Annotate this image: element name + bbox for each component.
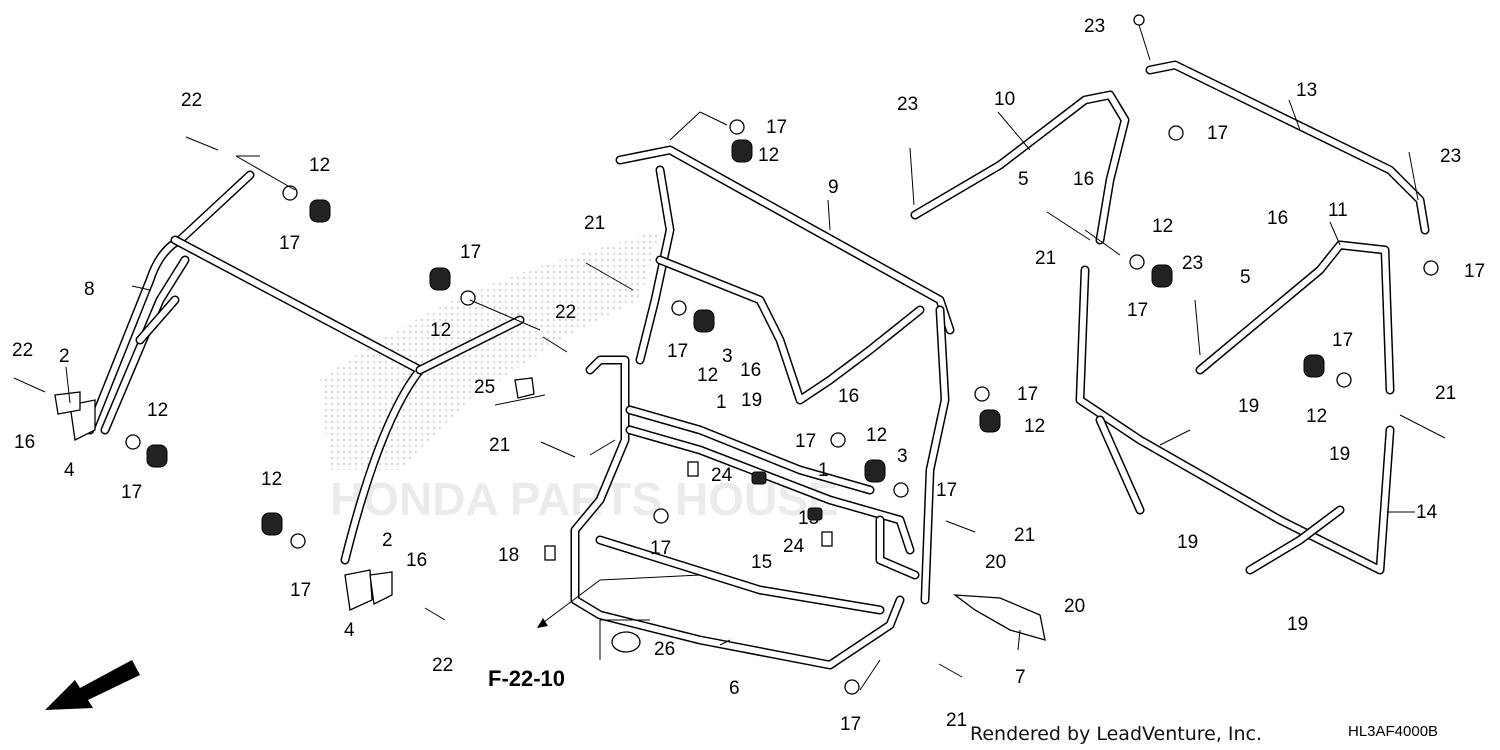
callout-12: 12 bbox=[309, 155, 330, 176]
callout-15: 15 bbox=[751, 552, 772, 573]
right-upper-bar bbox=[1145, 60, 1430, 235]
callout-16: 16 bbox=[838, 386, 859, 407]
callout-17: 17 bbox=[279, 233, 300, 254]
hinge-bracket-left bbox=[54, 391, 393, 611]
reference-label: F-22-10 bbox=[488, 666, 565, 691]
callout-20: 20 bbox=[985, 552, 1006, 573]
front-direction-arrow: FR. bbox=[45, 660, 140, 710]
callout-22: 22 bbox=[181, 90, 202, 111]
callout-12: 12 bbox=[758, 145, 779, 166]
callout-17: 17 bbox=[766, 117, 787, 138]
callout-21: 21 bbox=[946, 710, 967, 731]
callout-17: 17 bbox=[667, 341, 688, 362]
callout-16: 16 bbox=[1073, 169, 1094, 190]
bushings bbox=[146, 139, 1325, 536]
callout-23: 23 bbox=[897, 94, 918, 115]
callout-17: 17 bbox=[650, 538, 671, 559]
callout-12: 12 bbox=[697, 365, 718, 386]
callout-19: 19 bbox=[1238, 396, 1259, 417]
callout-23: 23 bbox=[1440, 146, 1461, 167]
callout-17: 17 bbox=[1464, 261, 1485, 282]
floor-frame bbox=[570, 355, 920, 670]
bracket-7 bbox=[952, 594, 1046, 641]
callout-22: 22 bbox=[432, 655, 453, 676]
callout-20: 20 bbox=[1064, 596, 1085, 617]
callout-11: 11 bbox=[1328, 200, 1348, 221]
callout-17: 17 bbox=[460, 242, 481, 263]
callout-labels: 1 1 2 2 3 3 4 4 5 5 6 7 8 9 10 11 13 14 … bbox=[12, 16, 1485, 735]
callout-7: 7 bbox=[1015, 667, 1026, 688]
callout-4: 4 bbox=[64, 460, 75, 481]
callout-2: 2 bbox=[59, 346, 70, 367]
callout-21: 21 bbox=[1435, 383, 1456, 404]
callout-12: 12 bbox=[430, 320, 451, 341]
callout-19: 19 bbox=[1177, 532, 1198, 553]
leader-lines bbox=[65, 99, 1415, 691]
callout-26: 26 bbox=[654, 639, 675, 660]
callout-13: 13 bbox=[1296, 80, 1317, 101]
callout-6: 6 bbox=[729, 678, 740, 699]
callout-17: 17 bbox=[840, 714, 861, 735]
callout-16: 16 bbox=[1267, 208, 1288, 229]
callout-12: 12 bbox=[147, 400, 168, 421]
callout-16: 16 bbox=[14, 432, 35, 453]
callout-12: 12 bbox=[866, 425, 887, 446]
callout-17: 17 bbox=[1332, 330, 1353, 351]
callout-4: 4 bbox=[344, 620, 355, 641]
callout-17: 17 bbox=[795, 431, 816, 452]
diagram-code: HL3AF4000B bbox=[1348, 723, 1438, 740]
callout-9: 9 bbox=[828, 177, 839, 198]
callout-24: 24 bbox=[783, 536, 805, 557]
callout-19: 19 bbox=[1287, 614, 1308, 635]
callout-25: 25 bbox=[474, 377, 495, 398]
callout-24: 24 bbox=[711, 465, 733, 486]
callout-12: 12 bbox=[261, 469, 282, 490]
callout-23: 23 bbox=[1182, 253, 1203, 274]
nuts-and-bolts bbox=[13, 14, 1446, 695]
callout-3: 3 bbox=[897, 446, 908, 467]
callout-17: 17 bbox=[290, 580, 311, 601]
callout-22: 22 bbox=[12, 340, 33, 361]
callout-21: 21 bbox=[1035, 248, 1056, 269]
rear-middle-bar bbox=[1195, 240, 1395, 395]
callout-12: 12 bbox=[1024, 416, 1045, 437]
main-roll-cage bbox=[615, 145, 955, 605]
callout-17: 17 bbox=[936, 480, 957, 501]
credit-text: Rendered by LeadVenture, Inc. bbox=[970, 723, 1262, 745]
small-parts bbox=[514, 377, 833, 653]
callout-1: 1 bbox=[818, 460, 829, 481]
callout-17: 17 bbox=[1207, 123, 1228, 144]
callout-16: 16 bbox=[406, 550, 427, 571]
callout-5: 5 bbox=[1240, 267, 1251, 288]
callout-12: 12 bbox=[1306, 406, 1327, 427]
callout-3: 3 bbox=[722, 346, 733, 367]
callout-21: 21 bbox=[489, 435, 510, 456]
callout-21: 21 bbox=[1014, 525, 1035, 546]
callout-17: 17 bbox=[1017, 384, 1038, 405]
callout-23: 23 bbox=[1084, 16, 1105, 37]
callout-2: 2 bbox=[382, 530, 393, 551]
front-left-roll-bar bbox=[85, 170, 525, 565]
callout-21: 21 bbox=[584, 213, 605, 234]
callout-19: 19 bbox=[741, 390, 762, 411]
callout-17: 17 bbox=[121, 482, 142, 503]
callout-10: 10 bbox=[994, 89, 1015, 110]
callout-5: 5 bbox=[1018, 169, 1029, 190]
callout-18: 18 bbox=[498, 545, 519, 566]
callout-12: 12 bbox=[1152, 216, 1173, 237]
callout-16: 16 bbox=[740, 360, 761, 381]
rear-upper-bar bbox=[910, 90, 1130, 245]
callout-1: 1 bbox=[716, 392, 727, 413]
callout-17: 17 bbox=[1127, 300, 1148, 321]
callout-14: 14 bbox=[1416, 502, 1438, 523]
callout-22: 22 bbox=[555, 302, 576, 323]
rear-right-frame bbox=[1075, 265, 1395, 575]
callout-8: 8 bbox=[84, 279, 95, 300]
callout-19: 19 bbox=[1329, 444, 1350, 465]
